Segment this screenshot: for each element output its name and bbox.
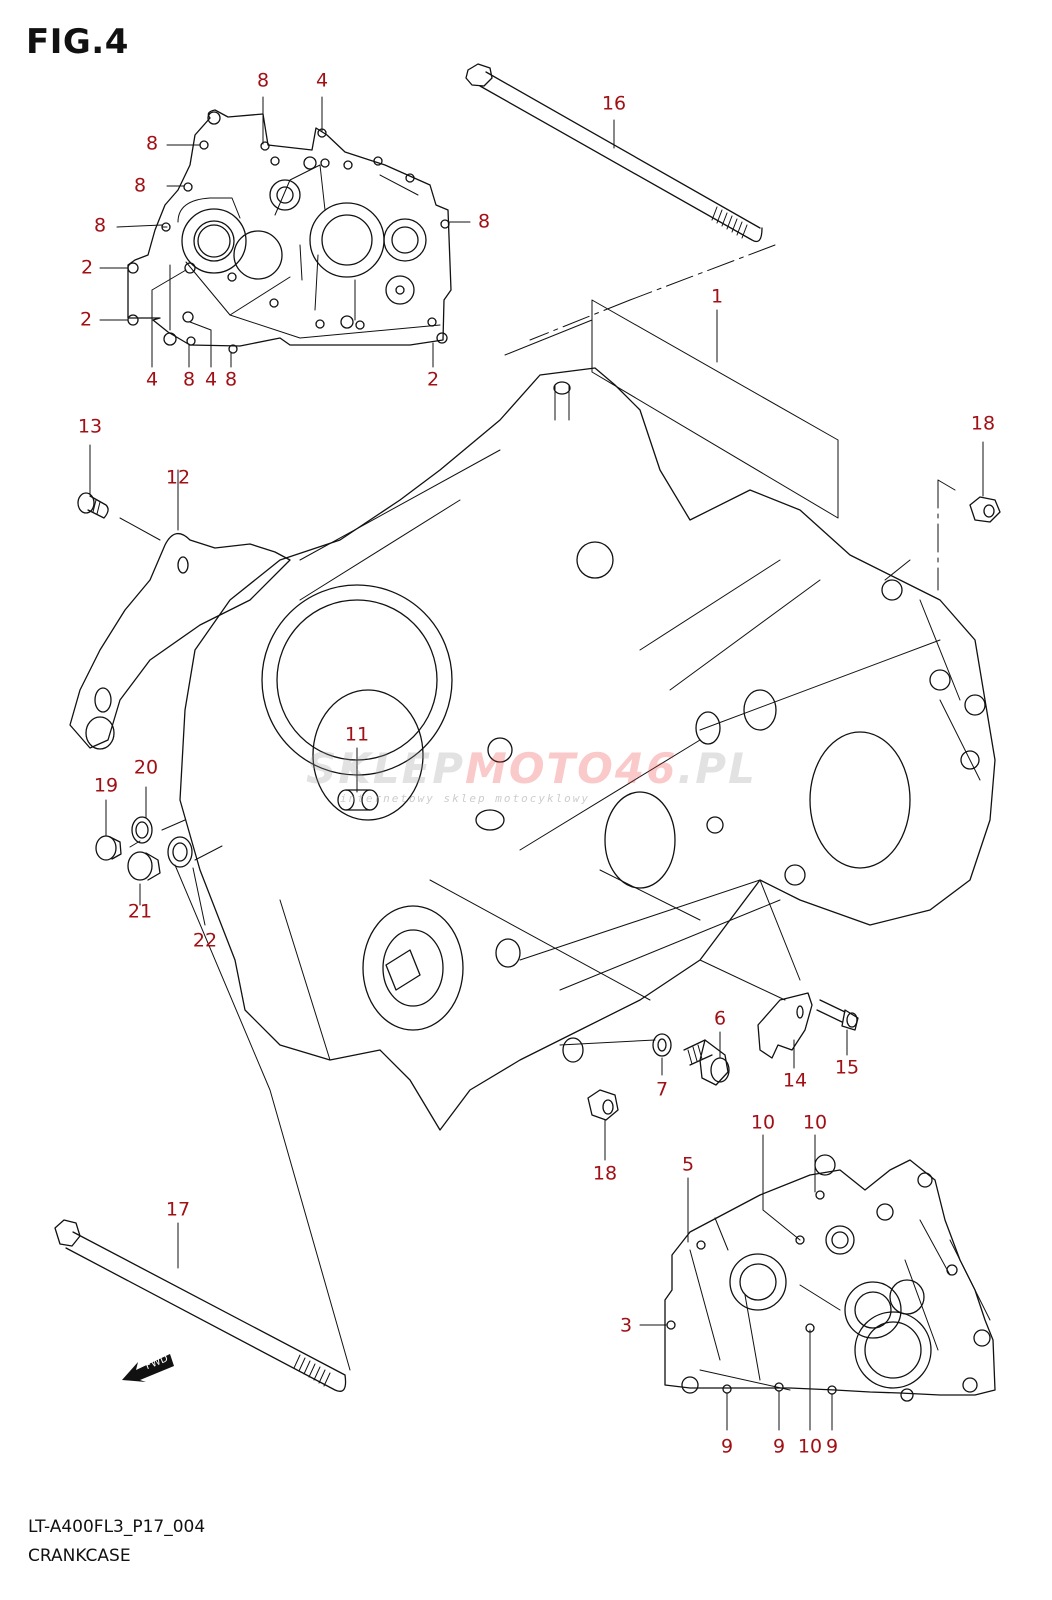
- callout-19[interactable]: 19: [93, 774, 119, 797]
- callout-9[interactable]: 9: [720, 1435, 734, 1458]
- callout-15[interactable]: 15: [834, 1056, 860, 1079]
- callout-18[interactable]: 18: [592, 1162, 618, 1185]
- callout-11[interactable]: 11: [344, 723, 370, 746]
- callout-16[interactable]: 16: [601, 92, 627, 115]
- bracket-12[interactable]: [69, 533, 291, 750]
- bolt-17[interactable]: [54, 1219, 347, 1392]
- callout-8[interactable]: 8: [145, 132, 159, 155]
- callout-3[interactable]: 3: [619, 1314, 633, 1337]
- callout-5[interactable]: 5: [681, 1153, 695, 1176]
- watermark-part-b: MOTO46: [465, 744, 678, 793]
- plug-21[interactable]: [127, 851, 161, 881]
- leaders-6-7: [559, 1031, 721, 1076]
- callout-18[interactable]: 18: [970, 412, 996, 435]
- gasket-22[interactable]: [167, 836, 193, 868]
- callout-22[interactable]: 22: [192, 929, 218, 952]
- callout-9[interactable]: 9: [772, 1435, 786, 1458]
- callout-14[interactable]: 14: [782, 1069, 808, 1092]
- callout-4[interactable]: 4: [315, 69, 329, 92]
- callout-20[interactable]: 20: [133, 756, 159, 779]
- figure-name: CRANKCASE: [28, 1546, 131, 1566]
- fwd-arrow-icon: FWD: [122, 1353, 174, 1382]
- callout-2[interactable]: 2: [426, 368, 440, 391]
- watermark-part-c: .PL: [677, 744, 757, 793]
- callout-4[interactable]: 4: [145, 368, 159, 391]
- callout-6[interactable]: 6: [713, 1007, 727, 1030]
- callout-8[interactable]: 8: [93, 214, 107, 237]
- leader-13: [89, 444, 161, 541]
- plug-19[interactable]: [95, 835, 122, 861]
- crankcase-half-lower-view[interactable]: [664, 1154, 996, 1402]
- callout-10[interactable]: 10: [797, 1435, 823, 1458]
- callout-9[interactable]: 9: [825, 1435, 839, 1458]
- callout-17[interactable]: 17: [165, 1198, 191, 1221]
- crankcase-half-upper-view[interactable]: [127, 109, 452, 354]
- assembly-line-18: [937, 479, 956, 591]
- leaders-14-15: [699, 959, 848, 1069]
- bolt-16[interactable]: [465, 63, 763, 243]
- callout-8[interactable]: 8: [224, 368, 238, 391]
- callout-21[interactable]: 21: [127, 900, 153, 923]
- callout-8[interactable]: 8: [182, 368, 196, 391]
- callout-12[interactable]: 12: [165, 466, 191, 489]
- gasket-20[interactable]: [131, 816, 153, 844]
- leaders-lower-view: [639, 1134, 833, 1431]
- leader-lines-upper: [99, 96, 471, 368]
- callout-4[interactable]: 4: [204, 368, 218, 391]
- washer-7[interactable]: [652, 1033, 672, 1057]
- bolt-6[interactable]: [683, 1039, 730, 1086]
- callout-13[interactable]: 13: [77, 415, 103, 438]
- watermark-subtitle: internetowy sklep motocyklowy: [340, 792, 591, 805]
- dowel-11[interactable]: [337, 789, 379, 811]
- figure-code: LT-A400FL3_P17_004: [28, 1517, 206, 1537]
- watermark-part-a: SKLEP: [306, 744, 466, 793]
- callout-8[interactable]: 8: [477, 210, 491, 233]
- watermark: SKLEPMOTO46.PL: [306, 744, 757, 793]
- callout-7[interactable]: 7: [655, 1078, 669, 1101]
- callout-10[interactable]: 10: [802, 1111, 828, 1134]
- nut-18-top[interactable]: [969, 496, 1001, 523]
- nut-18-bottom[interactable]: [587, 1089, 619, 1121]
- figure-title: FIG.4: [26, 22, 129, 62]
- assembly-line-16: [529, 244, 776, 341]
- callout-2[interactable]: 2: [80, 256, 94, 279]
- callout-8[interactable]: 8: [133, 174, 147, 197]
- callout-2[interactable]: 2: [79, 308, 93, 331]
- callout-1[interactable]: 1: [710, 285, 724, 308]
- bracket-14[interactable]: [757, 992, 813, 1059]
- callout-10[interactable]: 10: [750, 1111, 776, 1134]
- screw-15[interactable]: [816, 999, 859, 1031]
- callout-8[interactable]: 8: [256, 69, 270, 92]
- screw-13[interactable]: [77, 492, 109, 519]
- leaders-19-22: [105, 786, 351, 1371]
- crankcase-1[interactable]: [179, 299, 996, 1131]
